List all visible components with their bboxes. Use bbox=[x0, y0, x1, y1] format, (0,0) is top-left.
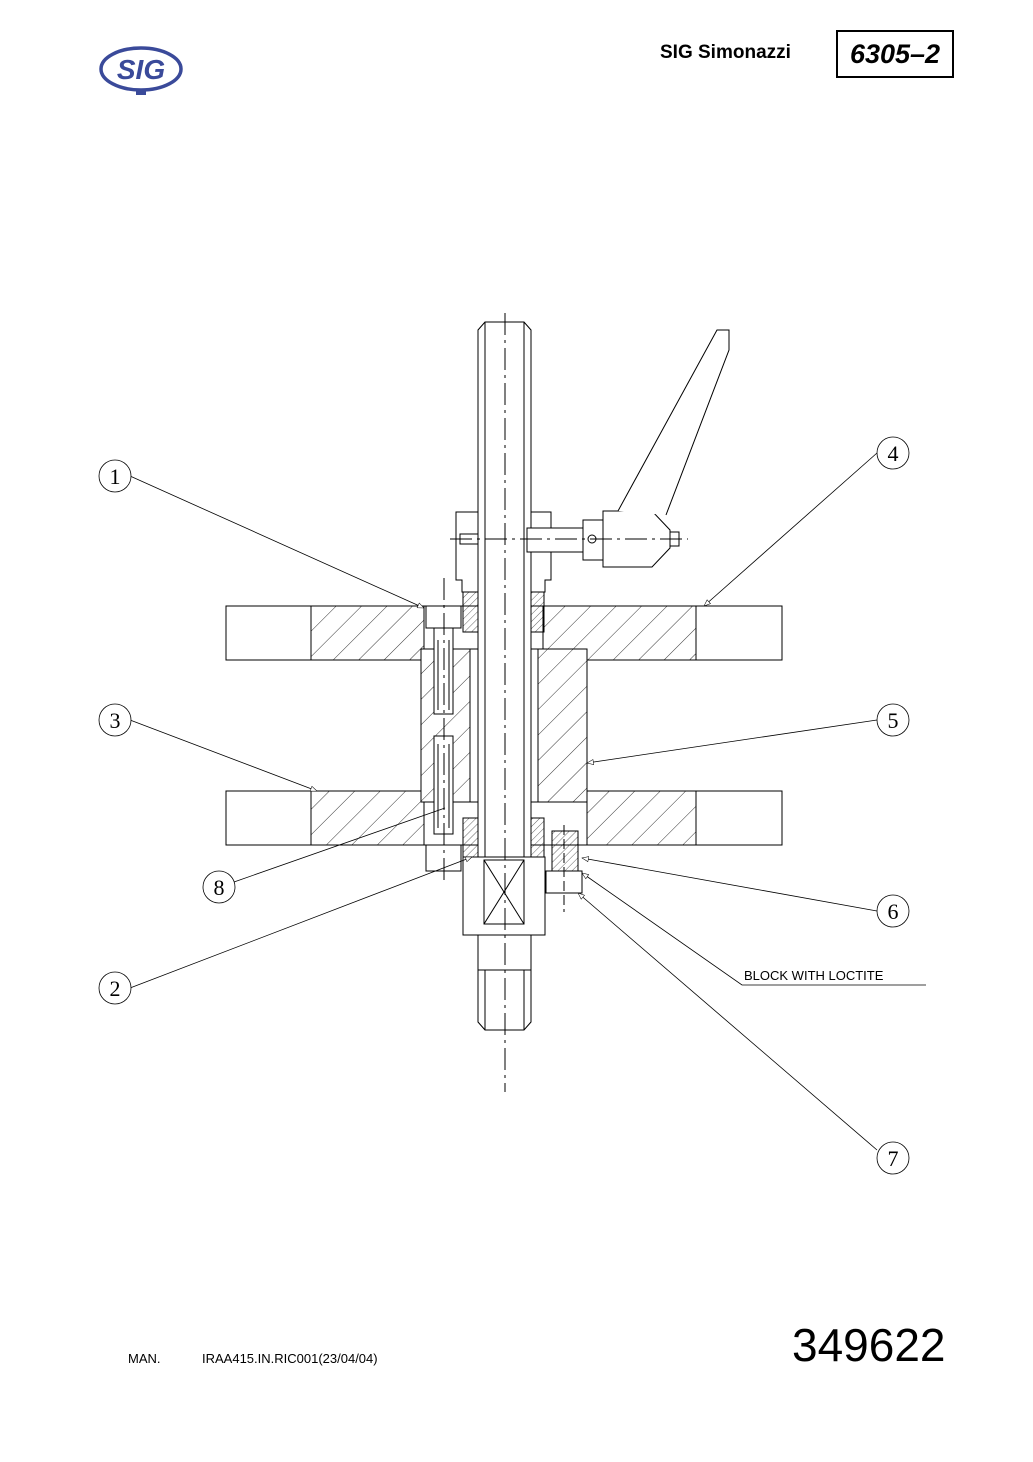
leader-2 bbox=[129, 856, 473, 989]
leader-8 bbox=[233, 807, 446, 883]
upper-flange bbox=[225, 605, 783, 661]
callout-6: 6 bbox=[888, 899, 899, 924]
leader-6 bbox=[581, 856, 878, 912]
lower-flange bbox=[225, 790, 783, 846]
leader-note bbox=[581, 872, 926, 986]
document-code: 6305–2 bbox=[836, 30, 954, 78]
callout-3-circle bbox=[98, 703, 132, 737]
leader-4 bbox=[703, 452, 878, 607]
callout-1: 1 bbox=[110, 464, 121, 489]
callout-7: 7 bbox=[888, 1146, 899, 1171]
leader-7 bbox=[577, 892, 878, 1151]
leader-1 bbox=[129, 475, 425, 609]
footer-man: MAN. bbox=[128, 1351, 161, 1366]
callout-4: 4 bbox=[888, 441, 899, 466]
callout-7-circle bbox=[876, 1141, 910, 1175]
logo-text: SIG bbox=[117, 54, 165, 85]
drawing-number: 349622 bbox=[792, 1319, 946, 1371]
callout-5-circle bbox=[876, 703, 910, 737]
callout-4-circle bbox=[876, 436, 910, 470]
callout-2-circle bbox=[98, 971, 132, 1005]
leader-3 bbox=[129, 719, 318, 792]
loctite-note: BLOCK WITH LOCTITE bbox=[744, 968, 884, 983]
callout-2: 2 bbox=[110, 976, 121, 1001]
callout-8-circle bbox=[202, 870, 236, 904]
sig-logo: SIG bbox=[99, 46, 183, 95]
company-name: SIG Simonazzi bbox=[660, 42, 791, 63]
callout-5: 5 bbox=[888, 708, 899, 733]
callout-1-circle bbox=[98, 459, 132, 493]
footer-reference: IRAA415.IN.RIC001(23/04/04) bbox=[202, 1351, 378, 1366]
callout-8: 8 bbox=[214, 875, 225, 900]
leader-5 bbox=[586, 719, 878, 765]
callout-3: 3 bbox=[110, 708, 121, 733]
callout-6-circle bbox=[876, 894, 910, 928]
